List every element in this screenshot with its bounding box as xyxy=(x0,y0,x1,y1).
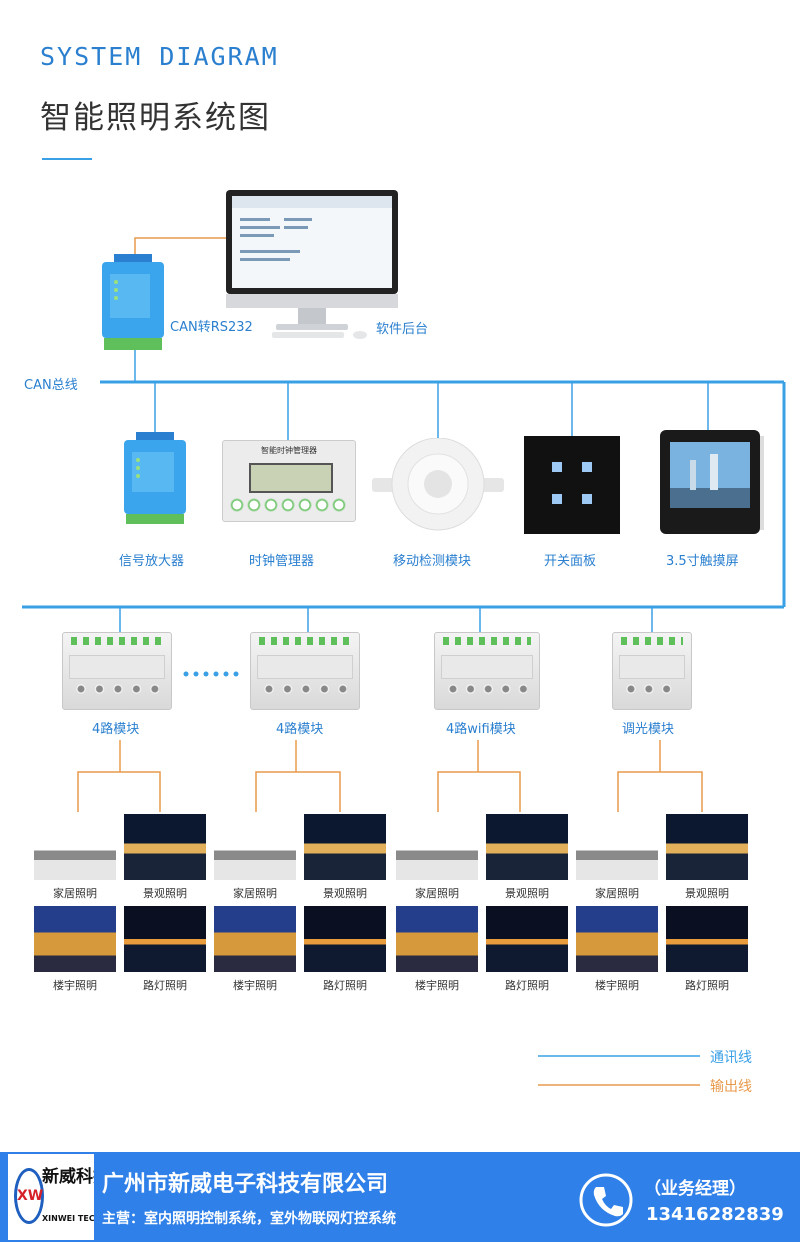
home-lighting-image xyxy=(34,814,116,880)
label-street: 路灯照明 xyxy=(143,979,187,992)
module-4ch-a xyxy=(62,632,172,710)
label-building: 楼宇照明 xyxy=(233,979,277,992)
contact-role: （业务经理） xyxy=(644,1179,746,1199)
label-home: 家居照明 xyxy=(595,887,639,900)
label-street: 路灯照明 xyxy=(505,979,549,992)
street-lighting-image xyxy=(304,906,386,972)
motion-sensor xyxy=(372,438,504,531)
clock-buttons xyxy=(229,497,349,513)
home-lighting-image xyxy=(576,814,658,880)
home-lighting-image xyxy=(214,814,296,880)
label-street: 路灯照明 xyxy=(323,979,367,992)
title-underline xyxy=(42,158,92,160)
device-label-amplifier: 信号放大器 xyxy=(119,554,185,569)
company-logo: XW 新威科技 XINWEI TECH xyxy=(8,1154,94,1240)
label-landscape: 景观照明 xyxy=(685,887,729,900)
module-label-4: 调光模块 xyxy=(622,722,675,737)
company-name: 广州市新威电子科技有限公司 xyxy=(102,1172,389,1197)
module-4ch-b xyxy=(250,632,360,710)
label-building: 楼宇照明 xyxy=(595,979,639,992)
label-home: 家居照明 xyxy=(53,887,97,900)
street-lighting-image xyxy=(486,906,568,972)
label-home: 家居照明 xyxy=(233,887,277,900)
landscape-lighting-image xyxy=(304,814,386,880)
switch-panel xyxy=(524,436,620,534)
label-landscape: 景观照明 xyxy=(323,887,367,900)
label-building: 楼宇照明 xyxy=(415,979,459,992)
street-lighting-image xyxy=(666,906,748,972)
label-street: 路灯照明 xyxy=(685,979,729,992)
home-lighting-image xyxy=(396,814,478,880)
comm-lines xyxy=(22,380,786,609)
logo-text: 新威科技 xyxy=(42,1167,94,1187)
module-label-1: 4路模块 xyxy=(92,722,140,737)
label-landscape: 景观照明 xyxy=(505,887,549,900)
phone-icon xyxy=(579,1173,633,1227)
building-lighting-image xyxy=(396,906,478,972)
software-label: 软件后台 xyxy=(376,322,429,337)
software-monitor xyxy=(226,190,398,339)
output-lines xyxy=(77,237,703,1086)
device-label-clock: 时钟管理器 xyxy=(249,554,315,569)
converter-label: CAN转RS232 xyxy=(170,320,253,335)
module-label-3: 4路wifi模块 xyxy=(446,722,516,737)
landscape-lighting-image xyxy=(486,814,568,880)
device-label-switch: 开关面板 xyxy=(544,554,597,569)
building-lighting-image xyxy=(576,906,658,972)
clock-screen-title: 智能时钟管理器 xyxy=(261,446,317,455)
legend-comm: 通讯线 xyxy=(710,1050,752,1066)
building-lighting-image xyxy=(214,906,296,972)
landscape-lighting-image xyxy=(124,814,206,880)
label-building: 楼宇照明 xyxy=(53,979,97,992)
company-business: 主营：室内照明控制系统，室外物联网灯控系统 xyxy=(102,1211,396,1227)
street-lighting-image xyxy=(124,906,206,972)
building-lighting-image xyxy=(34,906,116,972)
label-home: 家居照明 xyxy=(415,887,459,900)
touch-screen xyxy=(660,430,764,534)
logo-en: XINWEI TECH xyxy=(42,1214,94,1223)
landscape-lighting-image xyxy=(666,814,748,880)
device-label-motion: 移动检测模块 xyxy=(393,554,472,569)
page-title: 智能照明系统图 xyxy=(40,100,271,136)
contact-phone[interactable]: 13416282839 xyxy=(646,1204,784,1225)
title-en: SYSTEM DIAGRAM xyxy=(40,42,279,71)
footer-bar: XW 新威科技 XINWEI TECH 广州市新威电子科技有限公司 主营：室内照… xyxy=(0,1152,800,1242)
device-label-touchscreen: 3.5寸触摸屏 xyxy=(666,554,739,569)
module-label-2: 4路模块 xyxy=(276,722,324,737)
can-bus-label: CAN总线 xyxy=(24,378,78,393)
clock-manager: 智能时钟管理器 xyxy=(222,440,356,522)
module-wifi xyxy=(434,632,540,710)
can-rs232-converter xyxy=(102,254,164,350)
label-landscape: 景观照明 xyxy=(143,887,187,900)
logo-letters: XW xyxy=(14,1168,44,1224)
legend-output: 输出线 xyxy=(710,1079,752,1095)
signal-amplifier xyxy=(124,432,186,524)
clock-display xyxy=(249,463,333,493)
module-dimmer xyxy=(612,632,692,710)
